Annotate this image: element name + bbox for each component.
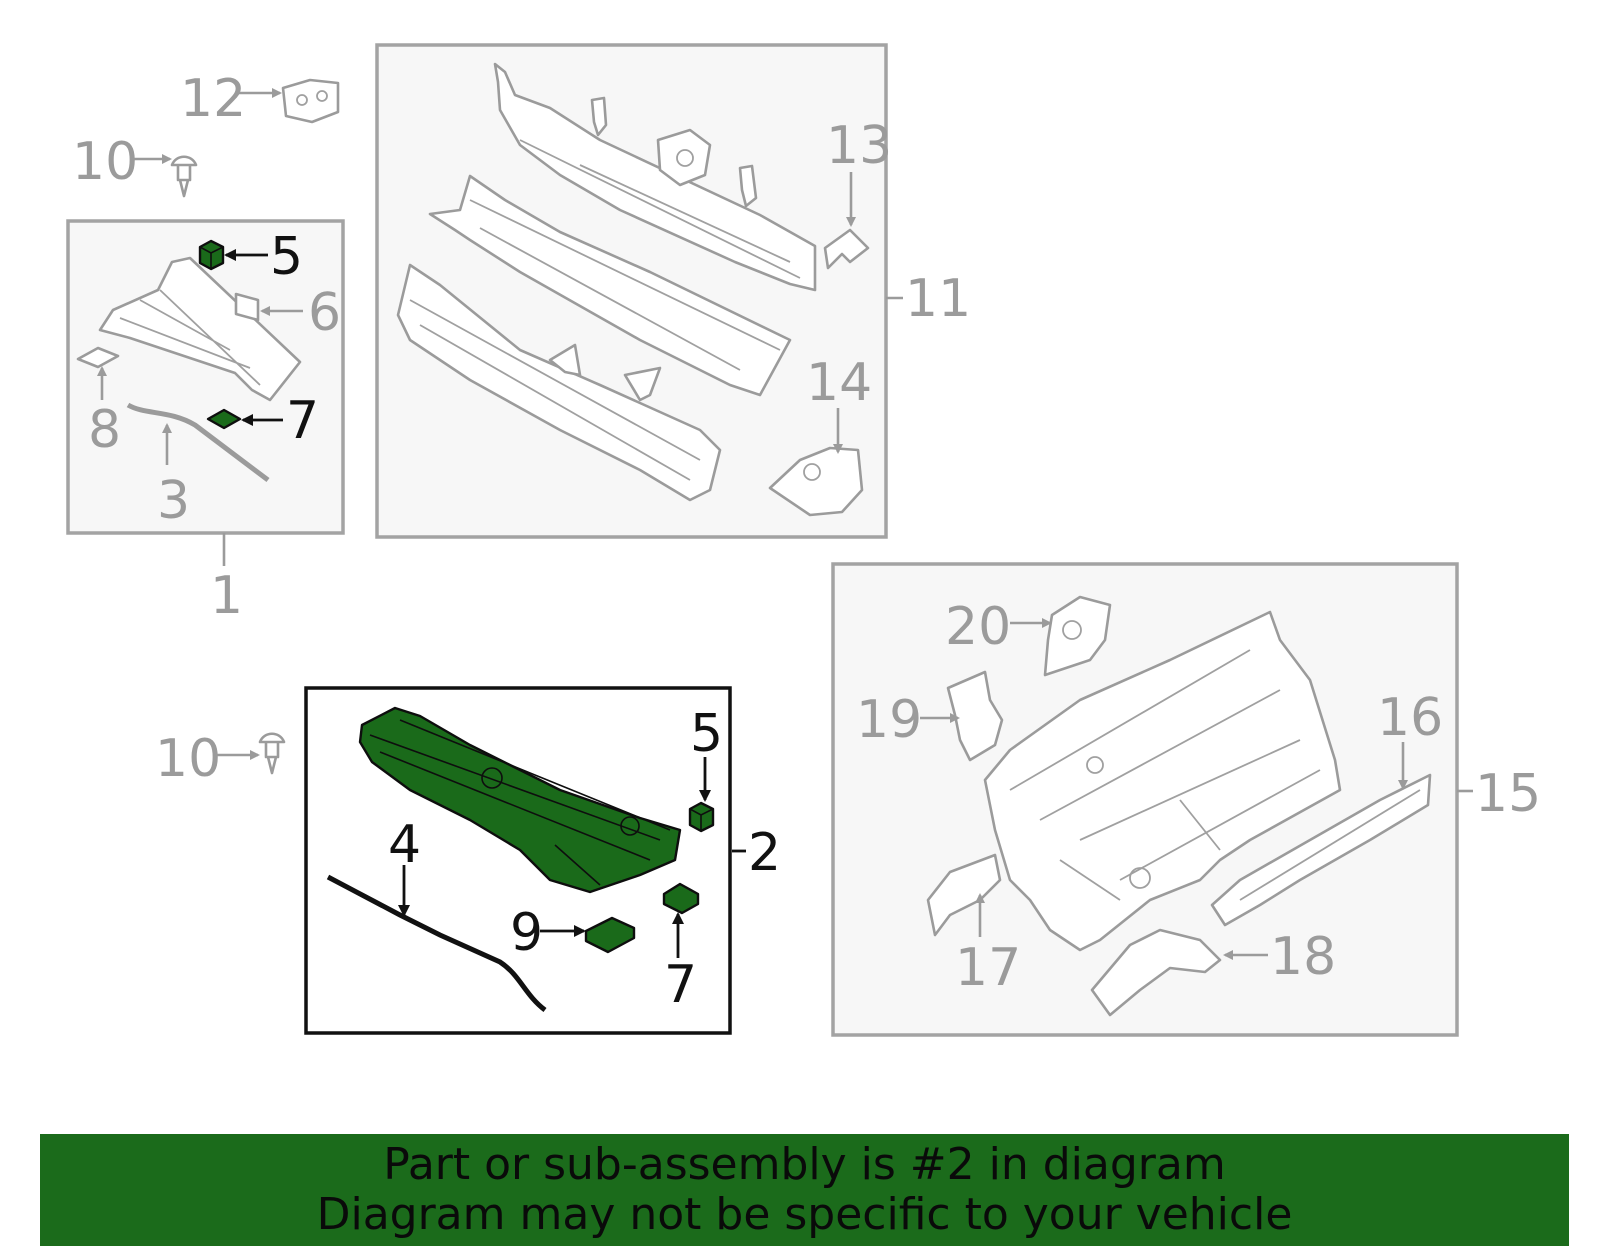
callout-16: 16	[1377, 688, 1443, 748]
loose-parts-top: 12 10	[72, 69, 340, 198]
callout-3: 3	[157, 471, 190, 531]
callout-13: 13	[826, 116, 892, 176]
group-2-assembly-selected[interactable]: 5 4 9 7 2	[304, 686, 781, 1035]
part-17-bracket-shape	[926, 853, 1002, 937]
part-12-bracket-shape	[281, 78, 340, 124]
callout-10-2: 10	[155, 729, 221, 789]
callout-15: 15	[1475, 764, 1541, 824]
callout-5-2: 5	[690, 704, 723, 764]
callout-2: 2	[748, 823, 781, 883]
part-6-pad-shape	[234, 292, 260, 322]
callout-12: 12	[180, 69, 246, 129]
callout-19: 19	[856, 690, 922, 750]
part-4-seal-shape	[326, 874, 547, 1012]
group-15-assembly[interactable]: 20 19 16 17 18 15	[831, 562, 1541, 1037]
part-3-seal-shape	[126, 402, 270, 482]
part-7-pad-shape	[206, 408, 242, 430]
part-18-crossmember-shape	[1090, 928, 1222, 1017]
banner-line-2: Diagram may not be specific to your vehi…	[316, 1189, 1293, 1240]
part-11-middle-shape	[428, 174, 792, 397]
callout-7-2: 7	[664, 955, 697, 1015]
part-15-floor-shape	[983, 610, 1342, 952]
info-banner: Part or sub-assembly is #2 in diagram Di…	[40, 1134, 1569, 1246]
part-7-pad-shape-2	[662, 882, 700, 915]
callout-20: 20	[945, 597, 1011, 657]
part-9-pad-shape	[584, 916, 636, 954]
part-2-cowl-panel-shape	[358, 706, 682, 894]
part-10-clip-shape	[170, 155, 198, 198]
callout-17: 17	[955, 938, 1021, 998]
part-8-pad-shape	[76, 346, 120, 369]
callout-18: 18	[1270, 927, 1336, 987]
callout-8: 8	[88, 400, 121, 460]
group-1-assembly[interactable]: 5 6 7 8 3 1	[66, 219, 345, 626]
callout-4: 4	[388, 815, 421, 875]
callout-11: 11	[905, 269, 971, 329]
part-14-bracket-shape	[768, 446, 864, 517]
callout-14: 14	[806, 353, 872, 413]
part-19-bracket-shape	[946, 670, 1004, 762]
callout-7: 7	[286, 391, 319, 451]
group-11-assembly[interactable]: 13 14 11	[375, 43, 971, 539]
part-13-bracket-shape	[823, 228, 870, 270]
part-10-clip-shape-2	[258, 732, 286, 775]
callout-10: 10	[72, 132, 138, 192]
callout-5: 5	[270, 227, 303, 287]
loose-part-10-middle: 10	[155, 729, 286, 789]
callout-9: 9	[510, 903, 543, 963]
part-11-upper-shape	[493, 62, 817, 292]
callout-1: 1	[210, 566, 243, 626]
callout-6: 6	[308, 283, 341, 343]
banner-line-1: Part or sub-assembly is #2 in diagram	[383, 1139, 1226, 1190]
